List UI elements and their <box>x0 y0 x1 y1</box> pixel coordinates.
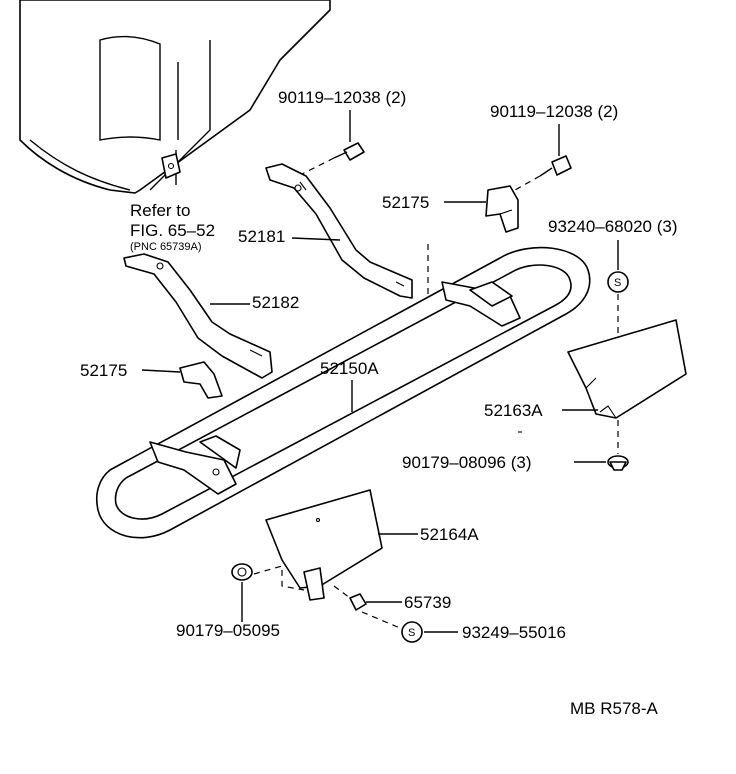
label-arm-52181: 52181 <box>238 227 285 246</box>
label-clip-65739: 65739 <box>404 593 451 612</box>
leader-arm-52181 <box>291 237 341 241</box>
arm-52182 <box>123 253 273 379</box>
vehicle-body <box>19 0 331 194</box>
figure-code: MB R578-A <box>570 699 659 718</box>
label-step-bar: 52150A <box>320 359 379 378</box>
label-clip-90179-08096: 90179–08096 (3) <box>402 453 532 472</box>
refer-text-line2: FIG. 65–52 <box>130 221 215 240</box>
label-step-pad-right: 52163A <box>484 401 543 420</box>
leader-bracket-lower <box>141 369 181 373</box>
washer-symbol-lower: S <box>408 627 415 639</box>
clip-65739 <box>349 593 367 611</box>
label-bracket-upper: 52175 <box>382 193 429 212</box>
label-washer-93240: 93240–68020 (3) <box>548 217 678 236</box>
step-bar <box>95 246 591 539</box>
refer-text-line1: Refer to <box>130 201 190 220</box>
label-bolt-right: 90119–12038 (2) <box>490 102 618 121</box>
bolt-left <box>333 110 365 161</box>
step-pad-right <box>567 319 687 419</box>
label-clip-90179-05095: 90179–05095 <box>176 621 280 640</box>
washer-93240: S <box>607 271 629 293</box>
label-step-pad-left: 52164A <box>420 525 479 544</box>
bracket-upper <box>485 185 519 233</box>
step-pad-left <box>265 489 383 601</box>
label-bolt-left: 90119–12038 (2) <box>278 88 406 107</box>
dash-washer-93249 <box>361 611 401 629</box>
washer-symbol-upper: S <box>614 277 621 289</box>
bracket-lower <box>179 361 223 399</box>
clip-90179-08096 <box>607 455 629 471</box>
clip-90179-05095 <box>231 563 253 581</box>
leader-bolt-left <box>299 157 335 176</box>
washer-93249: S <box>401 621 423 643</box>
dash-clip-65739 <box>333 585 351 599</box>
bolt-right <box>539 124 572 177</box>
label-arm-52182: 52182 <box>252 293 299 312</box>
arm-52181 <box>265 163 413 299</box>
label-washer-93249: 93249–55016 <box>462 623 566 642</box>
dash-clip-90179-05095 <box>253 565 305 591</box>
refer-text-line3: (PNC 65739A) <box>130 241 202 253</box>
leader-bolt-right <box>514 175 541 191</box>
label-bracket-lower: 52175 <box>80 361 127 380</box>
